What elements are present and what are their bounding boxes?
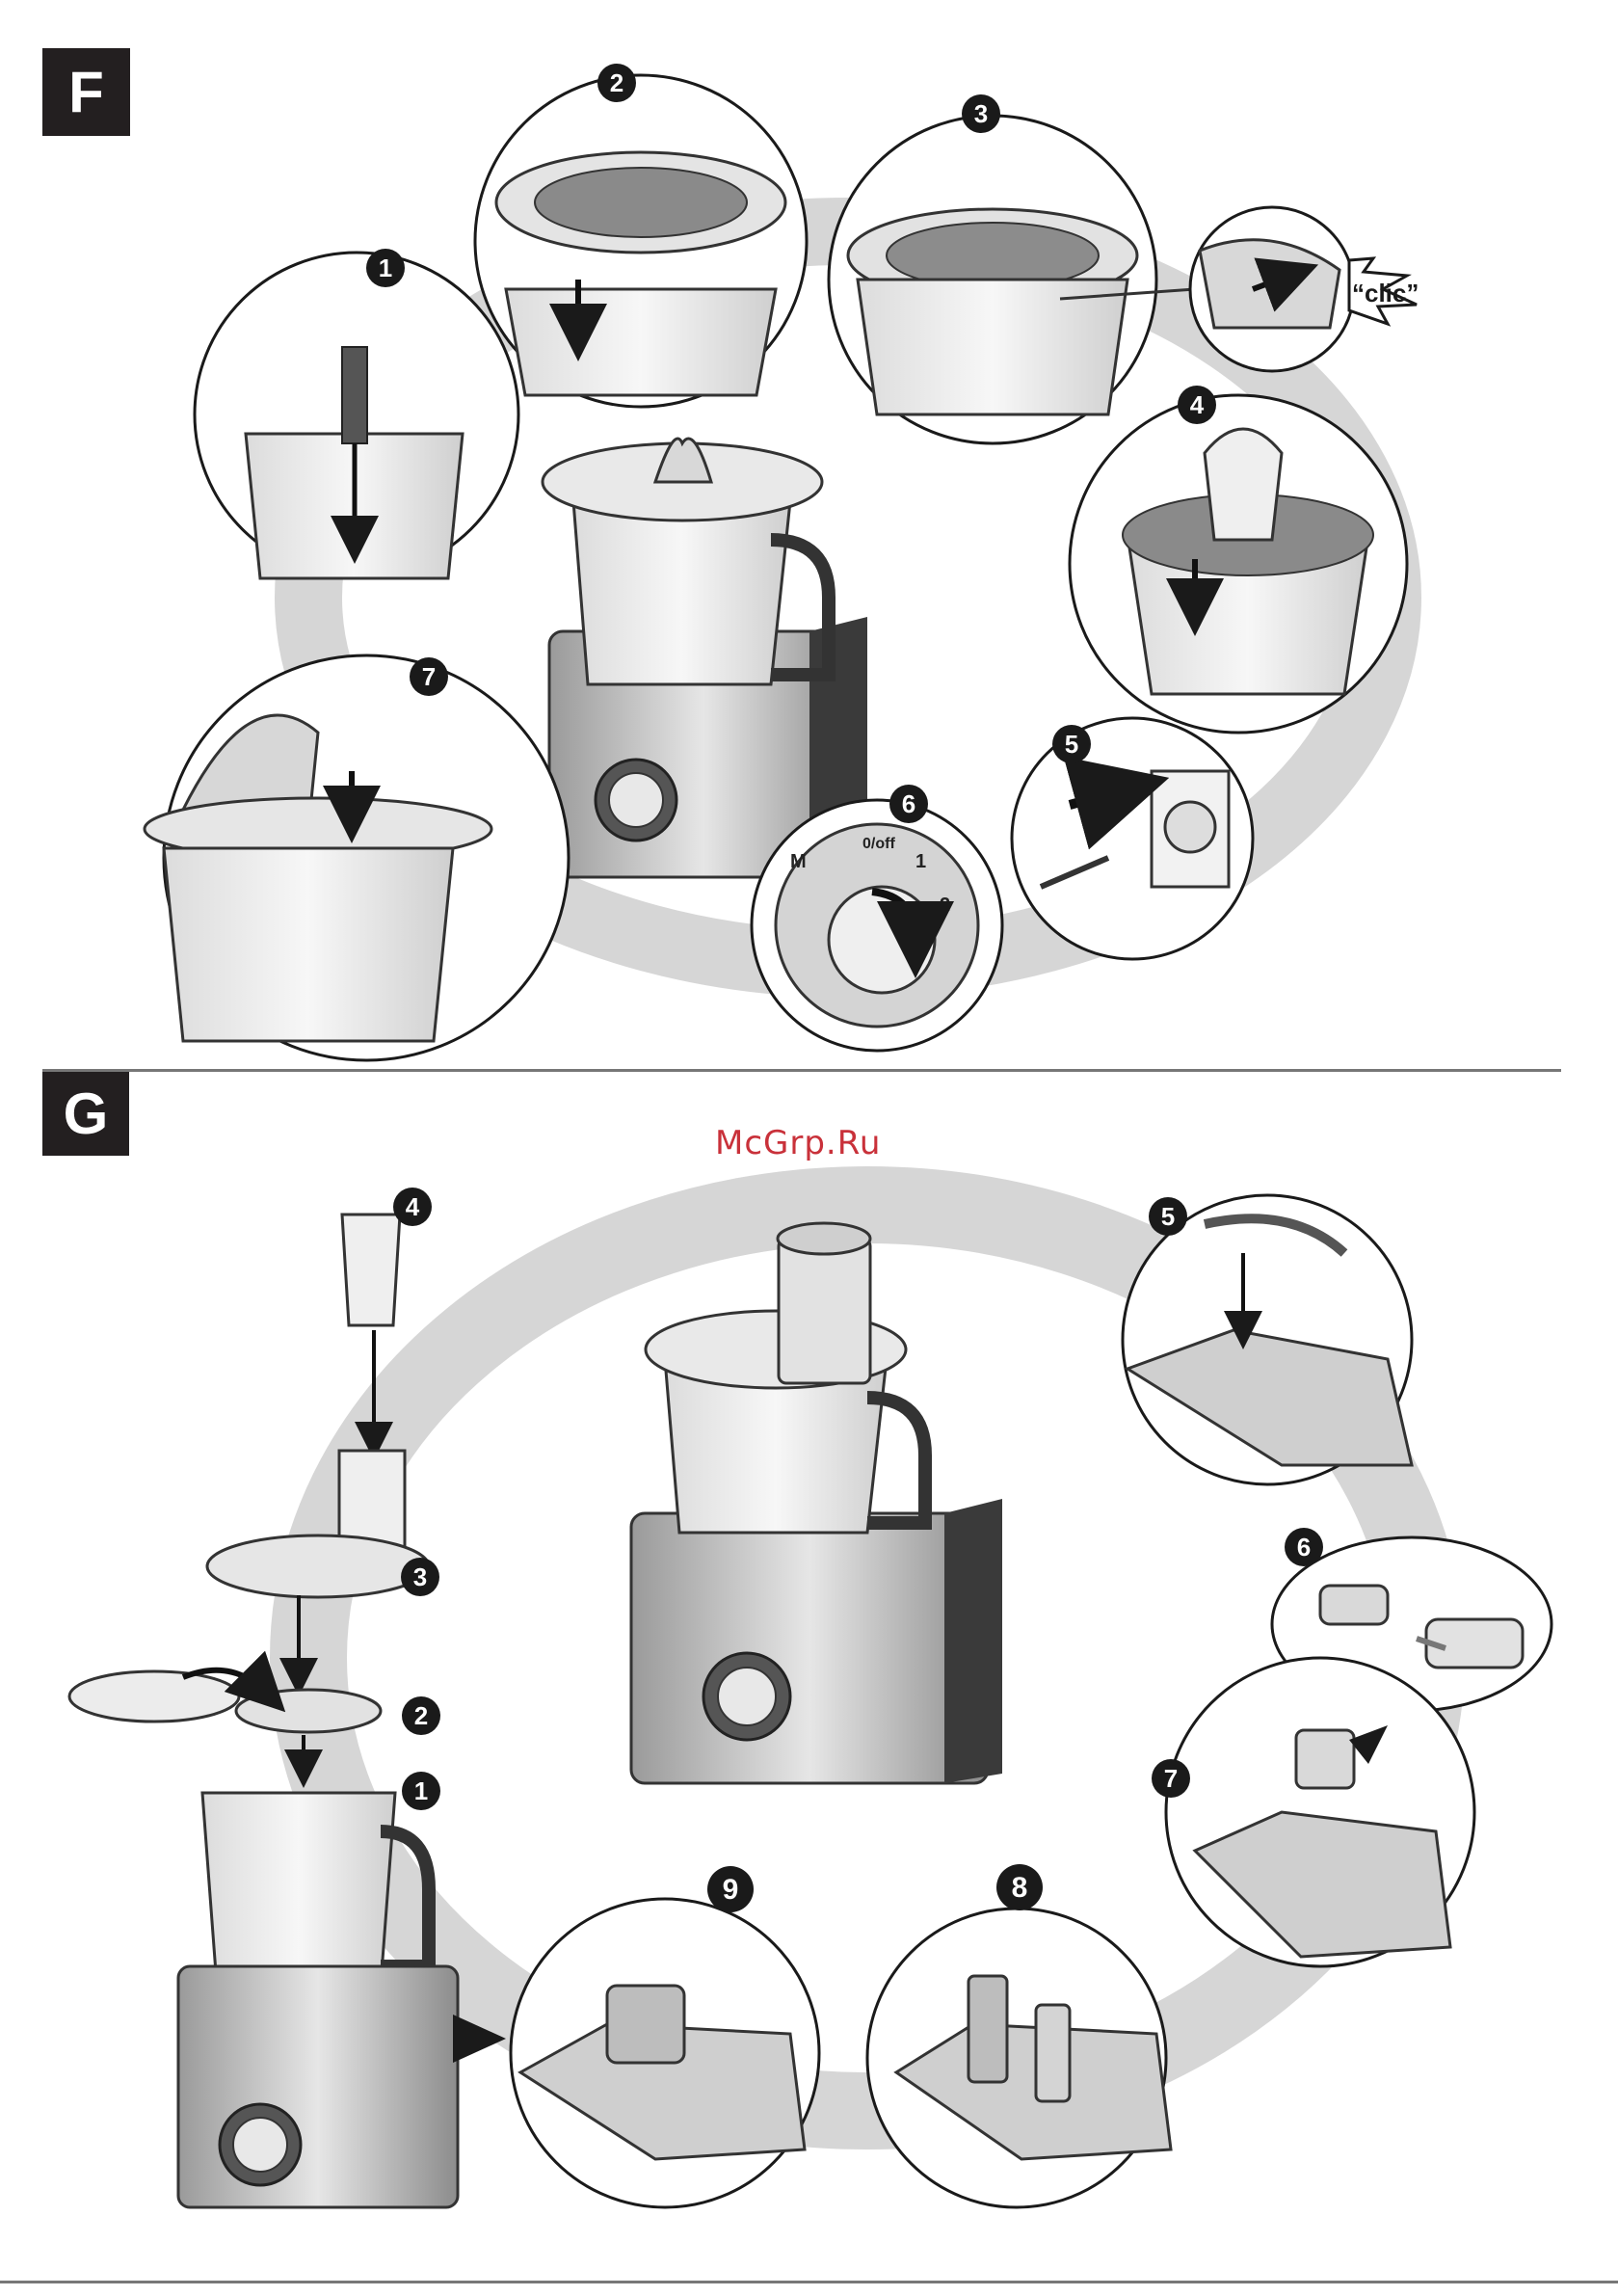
food-processor-appliance xyxy=(631,1223,1002,1783)
step-g9-panel xyxy=(511,1899,819,2207)
step-g8-panel xyxy=(867,1909,1171,2207)
dial-label-off: 0/off xyxy=(862,836,895,852)
step-f5-panel xyxy=(1012,718,1253,959)
step-g-8-number: 8 xyxy=(1012,1872,1028,1904)
step-f-4-number: 4 xyxy=(1190,390,1205,419)
step-f-6-number: 6 xyxy=(902,789,915,818)
step-g-3-number: 3 xyxy=(413,1562,427,1591)
step-f3-detail-panel: “clic” xyxy=(1190,207,1419,371)
step-f-3-number: 3 xyxy=(974,99,988,128)
step-g-5-number: 5 xyxy=(1161,1202,1175,1231)
step-f-5-number: 5 xyxy=(1065,730,1078,759)
dial-label-1: 1 xyxy=(915,851,926,872)
step-f-1-number: 1 xyxy=(379,254,392,282)
step-f-7-number: 7 xyxy=(422,662,436,691)
step-f1-panel xyxy=(195,253,518,578)
step-f7-panel xyxy=(145,655,569,1060)
dial-label-m: M xyxy=(790,851,807,872)
step-f4-panel xyxy=(1070,395,1407,733)
citrus-press-appliance xyxy=(543,439,867,877)
step-g-6-number: 6 xyxy=(1297,1533,1311,1562)
step-g-4-number: 4 xyxy=(406,1192,420,1221)
step-f2-panel xyxy=(475,75,807,407)
step-f3-panel xyxy=(829,116,1195,443)
step-g-9-number: 9 xyxy=(723,1874,739,1906)
step-g-2-number: 2 xyxy=(414,1701,428,1730)
step-g5-panel xyxy=(1123,1195,1412,1484)
section-g-illustration: 4 3 2 1 5 6 7 8 9 xyxy=(69,1188,1552,2207)
dial-label-2: 2 xyxy=(940,894,950,916)
section-f-illustration: “clic” M 0/off 1 xyxy=(145,64,1419,1060)
step-g-1-number: 1 xyxy=(414,1776,428,1805)
step-g-7-number: 7 xyxy=(1164,1764,1178,1793)
step-f6-panel: M 0/off 1 2 xyxy=(752,800,1002,1051)
step-f-2-number: 2 xyxy=(610,68,623,97)
clic-text: “clic” xyxy=(1352,279,1419,307)
step-g7-panel xyxy=(1166,1658,1474,1966)
